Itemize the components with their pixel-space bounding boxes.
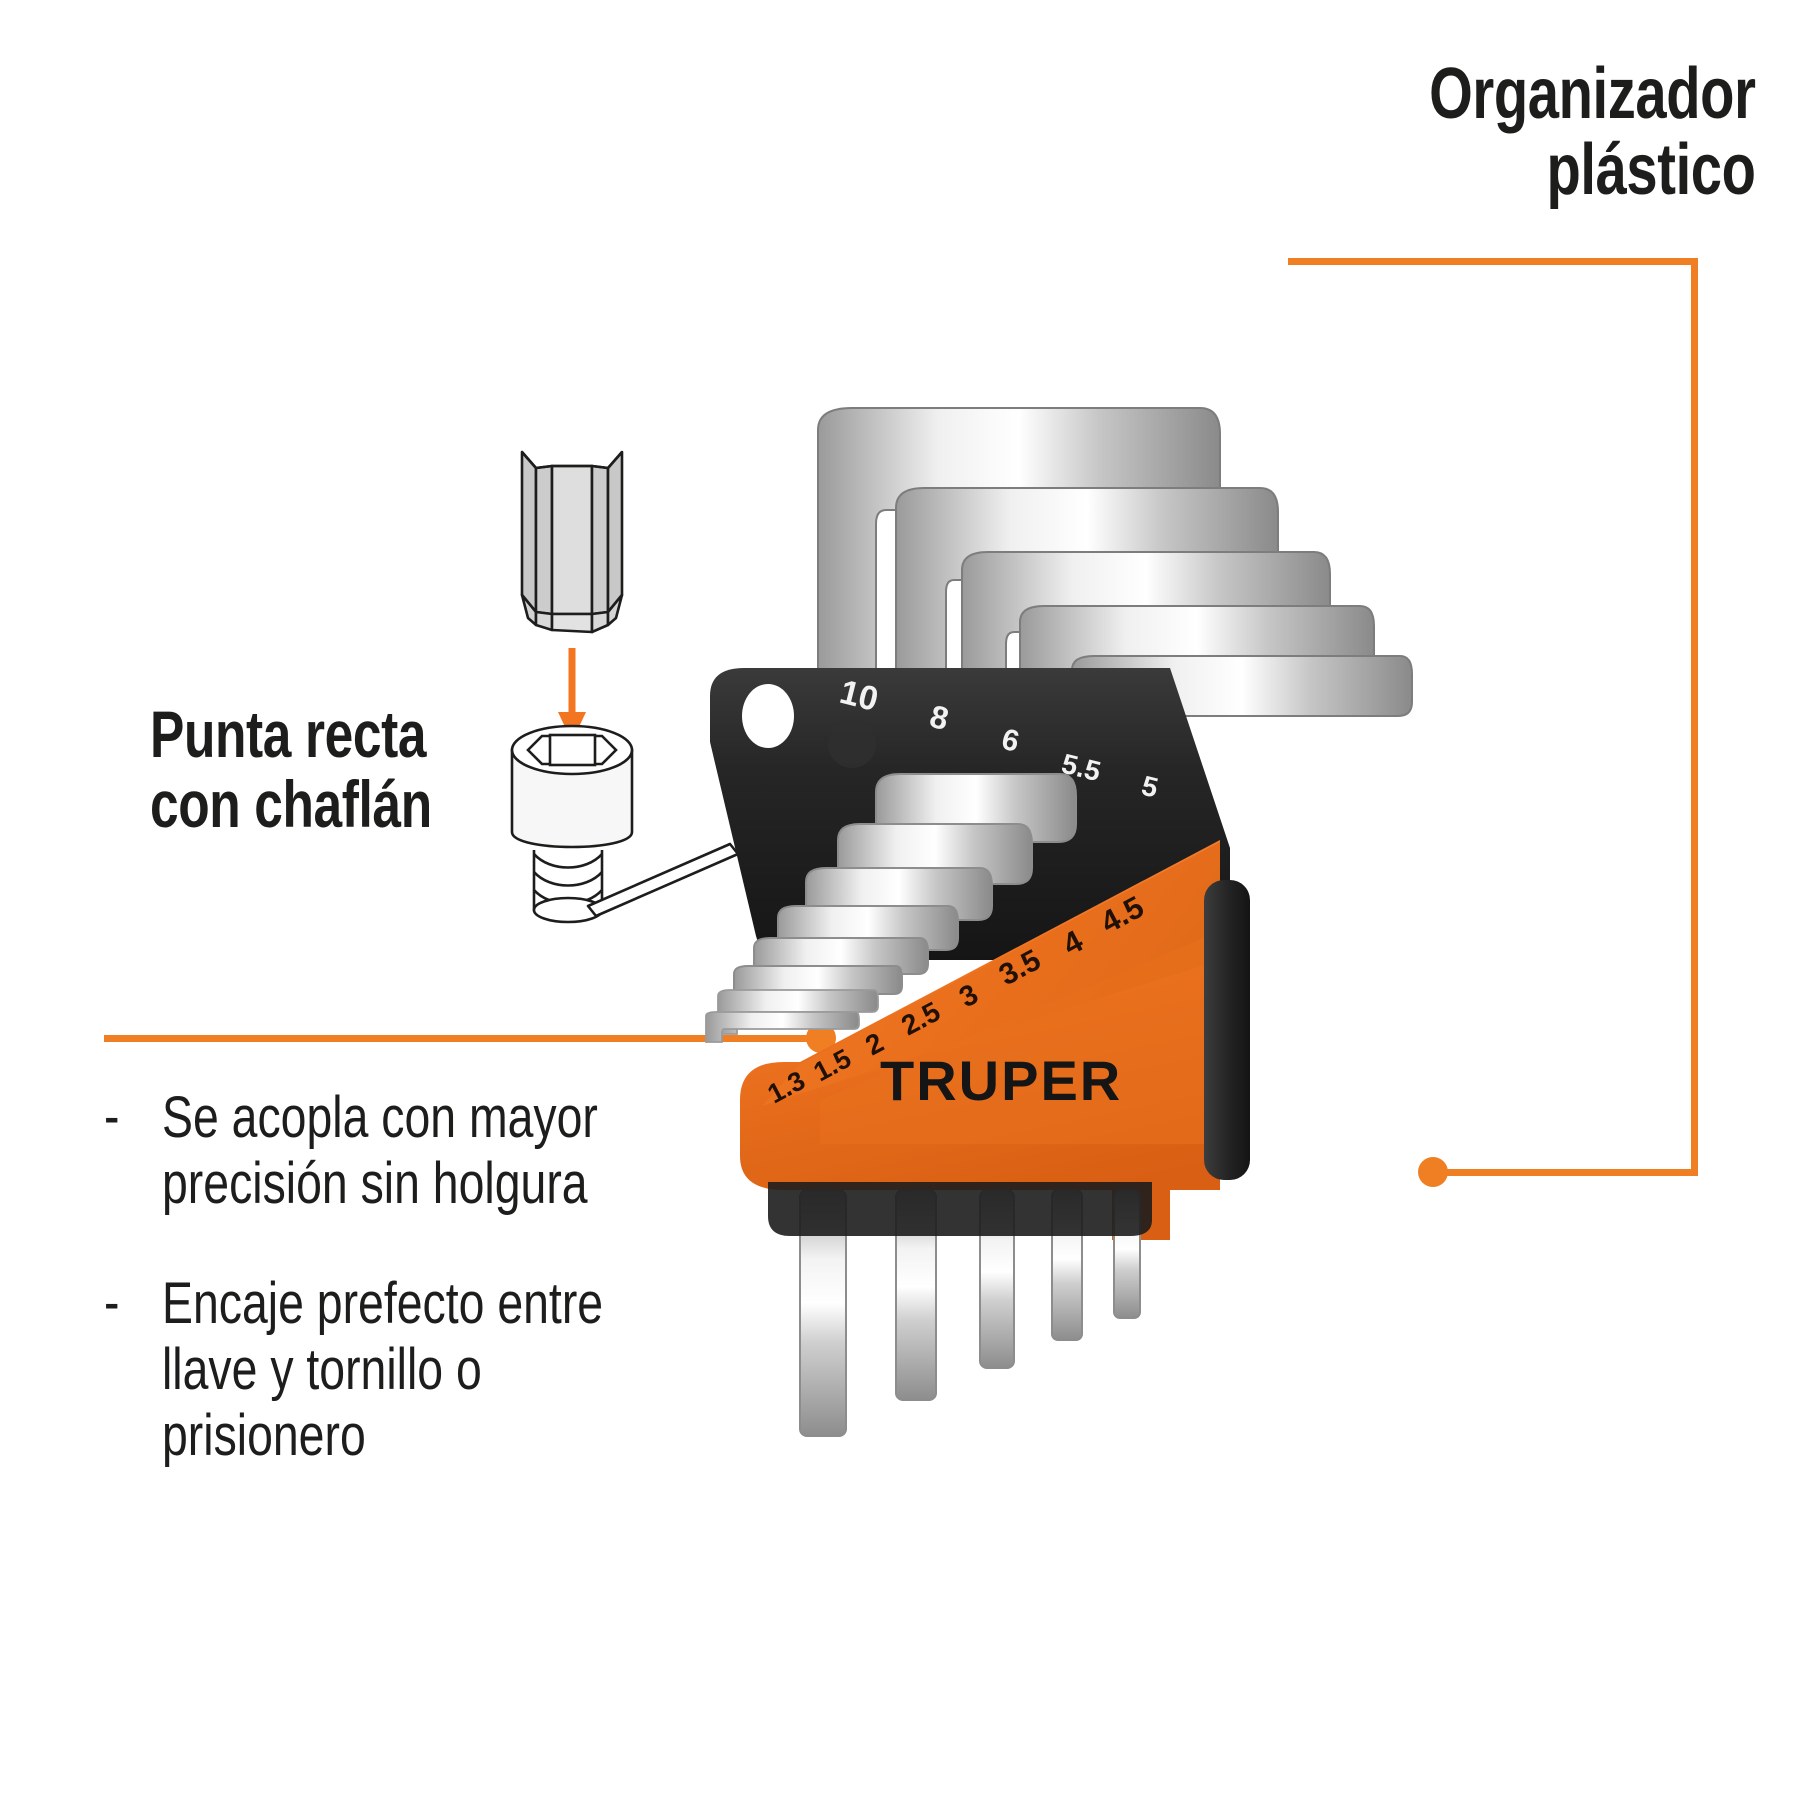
page-title-organizador: Organizador plástico [1429,54,1757,211]
hang-hole [742,684,794,748]
size-label: 10 [836,673,882,719]
bullet-text: Encaje prefecto entre llave y tornillo o… [162,1271,604,1469]
connector-right-bottom [1430,1169,1698,1176]
bullet-marker: - [104,1270,120,1336]
connector-left-line [104,1035,828,1042]
feature-bullet-list: - Se acopla con mayor precisión sin holg… [104,1084,864,1524]
bullet-marker: - [104,1084,120,1149]
hex-key-tip-icon [520,450,624,634]
socket-head-screw-icon [510,724,634,924]
hex-tip-screw-diagram [480,440,810,960]
hex-key-set-product: 10 8 6 5.5 5 [700,400,1480,1600]
brand-logo: TRUPER [880,1049,1122,1112]
connector-right-endpoint-dot [1418,1157,1448,1187]
connector-right-vertical [1691,258,1698,1176]
hex-key-small-group [705,773,1077,1043]
size-label: 5 [1139,770,1162,804]
holder-orange-plate [740,840,1250,1240]
list-item: - Se acopla con mayor precisión sin holg… [104,1084,864,1217]
molded-circle-detail [828,720,876,768]
hex-key-1-3 [705,1011,860,1043]
bullet-text: Se acopla con mayor precisión sin holgur… [162,1085,598,1217]
size-labels-large: 10 8 6 5.5 5 [836,673,1161,804]
connector-right-top [1288,258,1698,265]
holder-side-tab [1204,880,1250,1180]
page-title-punta-recta: Punta recta con chaflán [150,697,432,841]
list-item: - Encaje prefecto entre llave y tornillo… [104,1270,864,1469]
holder-back-lip [768,1182,1152,1236]
